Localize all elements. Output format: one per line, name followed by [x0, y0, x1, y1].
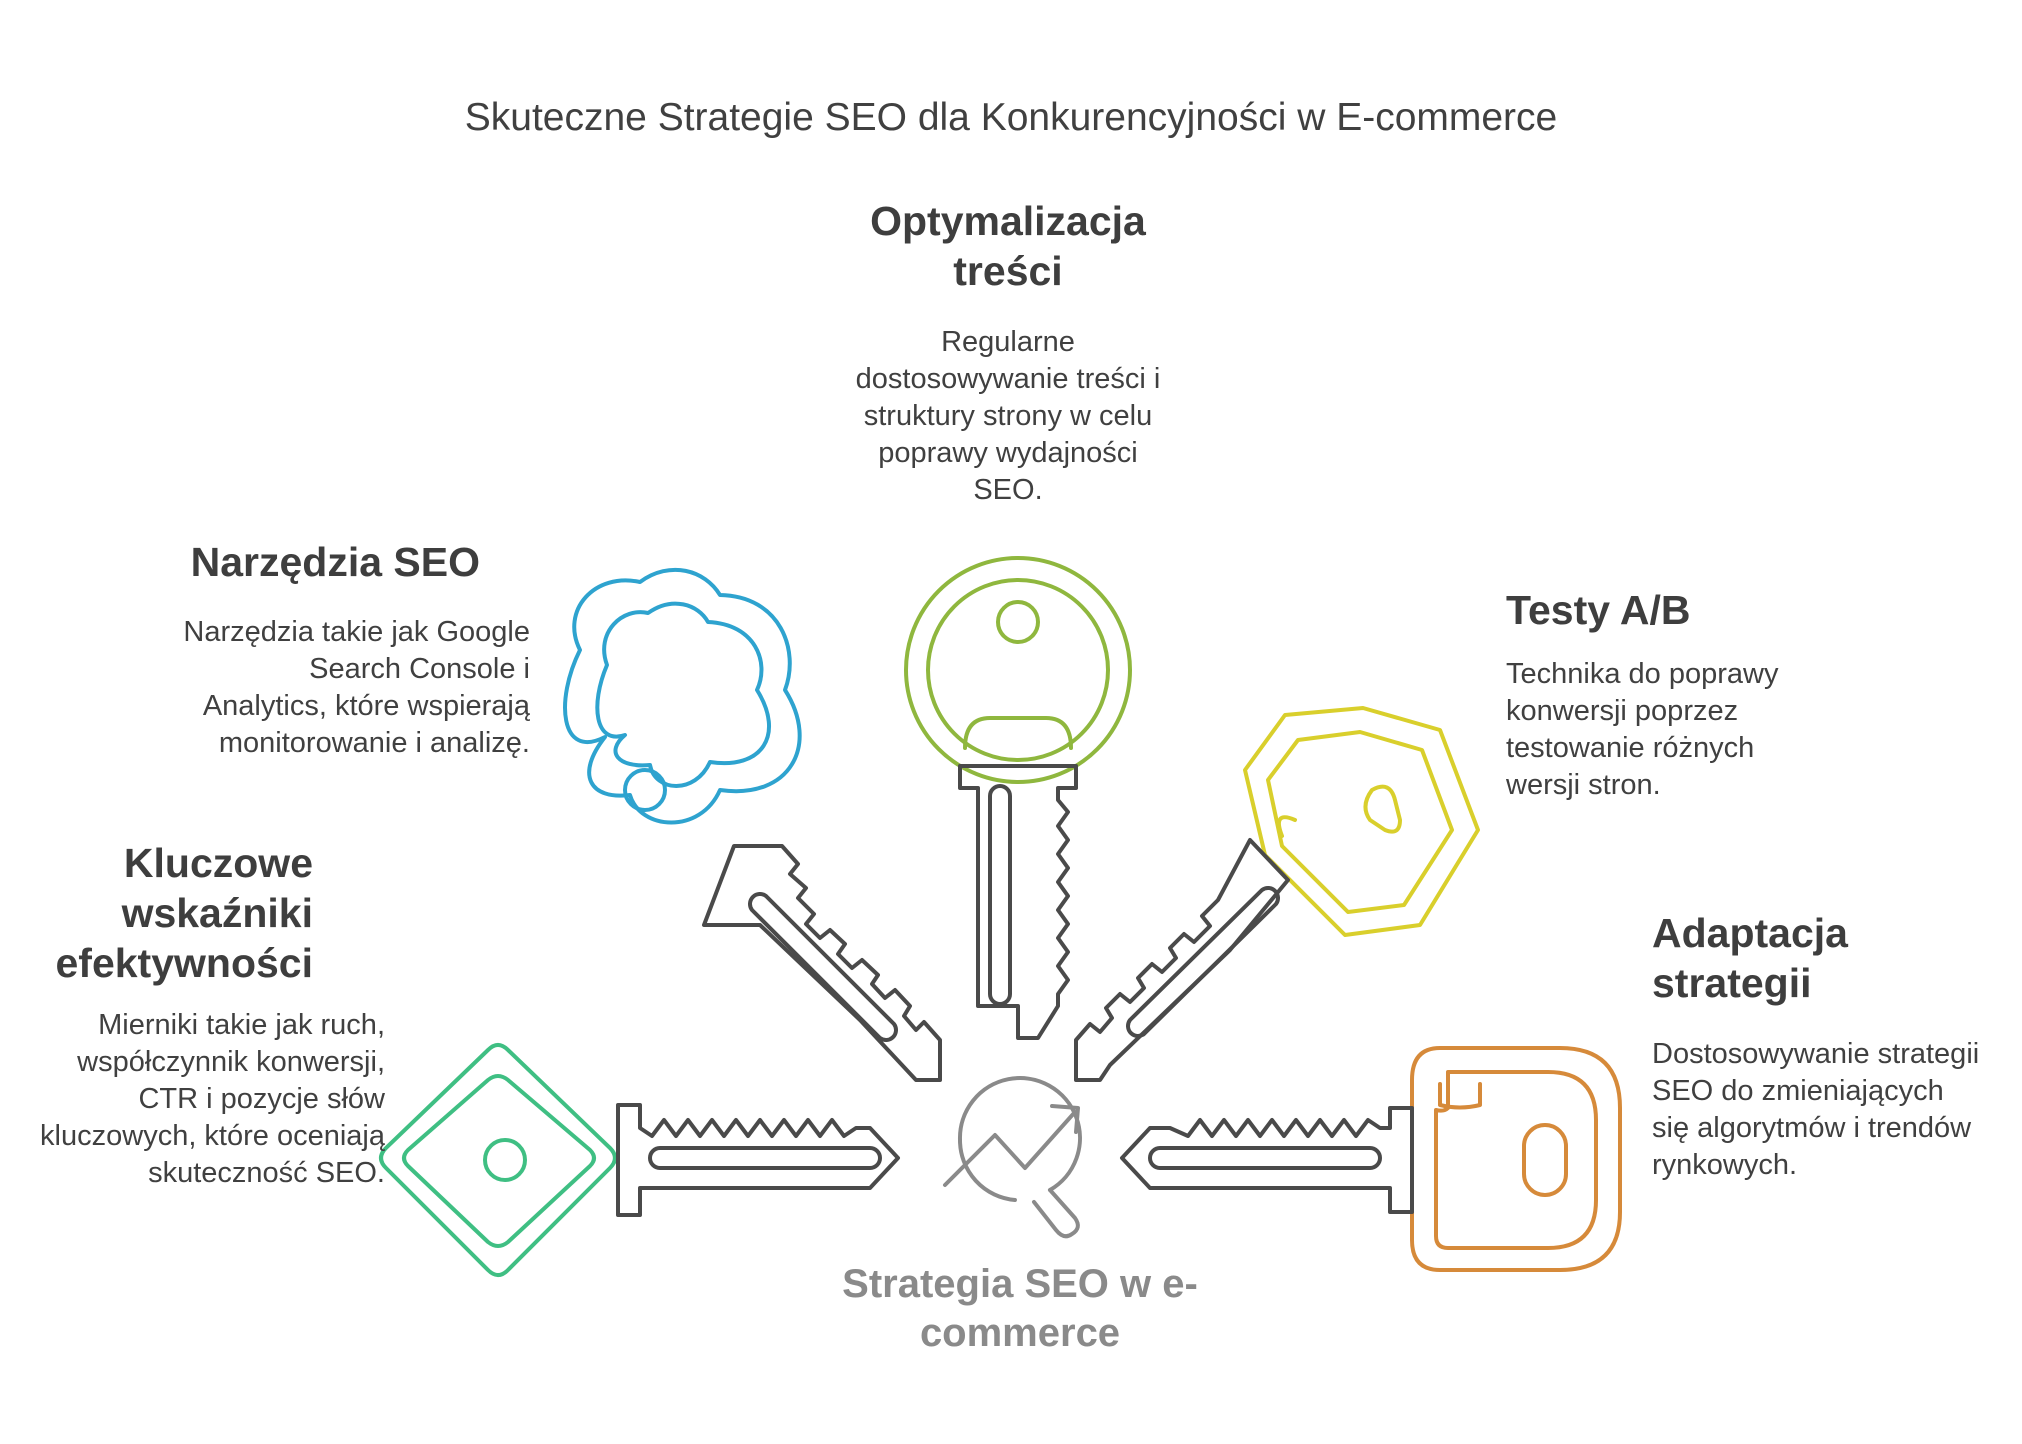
- heading-kpi: Kluczowe wskaźniki efektywności: [55, 840, 314, 986]
- description-kpi: Mierniki takie jak ruch, współczynnik ko…: [40, 1009, 385, 1189]
- description-strategy-adaptation: Dostosowywanie strategii SEO do zmieniaj…: [1652, 1038, 1980, 1181]
- round-key-icon: [904, 556, 1132, 1040]
- diamond-key-icon: [379, 1043, 900, 1277]
- center-label: Strategia SEO w e-commerce: [842, 1262, 1198, 1355]
- heading-content-optimization: Optymalizacja treści: [870, 198, 1146, 294]
- description-ab-tests: Technika do poprawy konwersji poprzez te…: [1506, 658, 1779, 801]
- heading-seo-tools: Narzędzia SEO: [190, 539, 480, 585]
- hexagon-key-icon: [1074, 706, 1480, 1082]
- heading-ab-tests: Testy A/B: [1506, 587, 1691, 633]
- rounded-square-key-icon: [1120, 1046, 1622, 1272]
- description-seo-tools: Narzędzia takie jak Google Search Consol…: [183, 616, 530, 759]
- diagram-title: Skuteczne Strategie SEO dla Konkurencyjn…: [464, 96, 1558, 139]
- description-content-optimization: Regularne dostosowywanie treści i strukt…: [855, 326, 1161, 506]
- heading-strategy-adaptation: Adaptacja strategii: [1652, 910, 1848, 1006]
- cloud-key-icon: [563, 567, 942, 1082]
- seo-analytics-icon: [943, 1076, 1082, 1239]
